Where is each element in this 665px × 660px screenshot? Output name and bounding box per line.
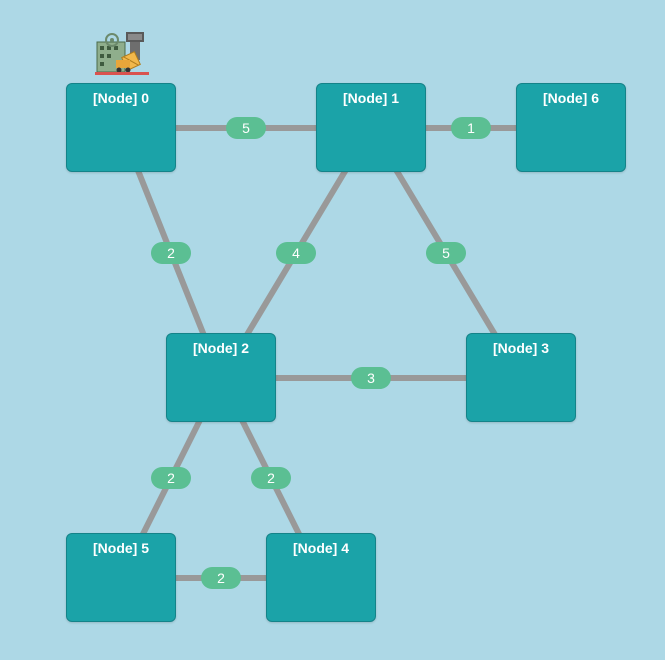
node-label: [Node] 2 [193,340,249,356]
edge-weight-badge: 2 [201,567,241,589]
edge-weight-badge: 2 [151,242,191,264]
edge-weight-label: 4 [292,245,300,261]
edge-weight-label: 5 [242,120,250,136]
edge-weight-label: 2 [267,470,275,486]
edge-weight-badge: 5 [426,242,466,264]
node-label: [Node] 3 [493,340,549,356]
edge-weight-label: 2 [167,245,175,261]
edge-weight-label: 2 [167,470,175,486]
node-5[interactable]: [Node] 5 [66,533,176,622]
node-label: [Node] 6 [543,90,599,106]
edge-weight-badge: 2 [151,467,191,489]
node-2[interactable]: [Node] 2 [166,333,276,422]
edge-weight-label: 2 [217,570,225,586]
edge-weight-badge: 1 [451,117,491,139]
node-1[interactable]: [Node] 1 [316,83,426,172]
factory-icon [95,32,149,75]
edge-weight-label: 1 [467,120,475,136]
node-3[interactable]: [Node] 3 [466,333,576,422]
node-label: [Node] 5 [93,540,149,556]
node-6[interactable]: [Node] 6 [516,83,626,172]
node-0[interactable]: [Node] 0 [66,83,176,172]
node-label: [Node] 1 [343,90,399,106]
edge-weight-label: 5 [442,245,450,261]
edge-weight-badge: 5 [226,117,266,139]
edge-weight-label: 3 [367,370,375,386]
edge-weight-badge: 2 [251,467,291,489]
edge-weight-badge: 4 [276,242,316,264]
node-label: [Node] 0 [93,90,149,106]
edge-weight-badge: 3 [351,367,391,389]
node-label: [Node] 4 [293,540,349,556]
node-4[interactable]: [Node] 4 [266,533,376,622]
